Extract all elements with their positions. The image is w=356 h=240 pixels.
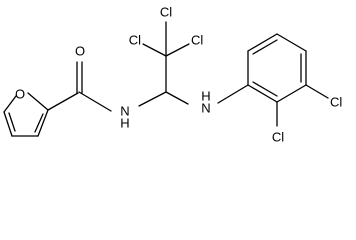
atom-amine-nitrogen: N [201,101,210,116]
atom-trichloro-cl-left: Cl [129,33,141,48]
atom-amine-hydrogen: H [201,89,210,104]
atom-ring-cl-top: Cl [330,95,342,110]
bond-ring-c3-c4 [276,33,307,52]
bond-ring-c5-c6 [276,84,307,103]
atom-ring-cl-bottom: Cl [272,130,284,145]
bond-furan-c2-c3-inner [34,113,44,133]
atom-trichloro-cl-right: Cl [191,33,203,48]
bond-ccl3-to-cl-right [165,43,190,57]
atom-carbonyl-oxygen: O [75,44,85,59]
bond-amine-n-to-ring [217,84,249,104]
bond-furan-c4-c5-inner [8,112,16,132]
bond-ch-to-amine-n [165,91,189,105]
bond-n-to-ch [138,91,167,107]
bond-furan-o-c2 [27,92,49,111]
bond-ccl3-to-cl-left [142,43,167,57]
atom-furan-oxygen: O [15,87,25,102]
atom-trichloro-cl-top: Cl [160,5,172,20]
bond-ring-c6-c1 [247,84,278,103]
furan-ring [3,92,49,137]
trichloromethyl-group [142,21,190,93]
atom-amide-nitrogen: N [120,104,129,119]
bond-ring-inner-3 [252,81,278,97]
bond-carbonyl-to-n [78,91,112,112]
bond-furan-c2-c3 [37,109,49,137]
bond-ring-c2-c3 [247,33,278,52]
bond-furan-to-carbonyl [47,92,79,111]
chemical-structure-diagram: O O N H Cl Cl Cl H N Cl Cl [3,5,342,145]
bond-furan-c4-c5 [3,111,13,137]
bond-furan-c5-o [3,95,17,113]
amide-group [47,61,167,112]
bond-ring-inner-1 [252,39,278,55]
dichlorophenyl-ring [247,33,329,127]
amine-group [165,84,249,105]
atom-amide-hydrogen: H [120,116,129,131]
bond-ring-to-cl-top [305,84,329,99]
